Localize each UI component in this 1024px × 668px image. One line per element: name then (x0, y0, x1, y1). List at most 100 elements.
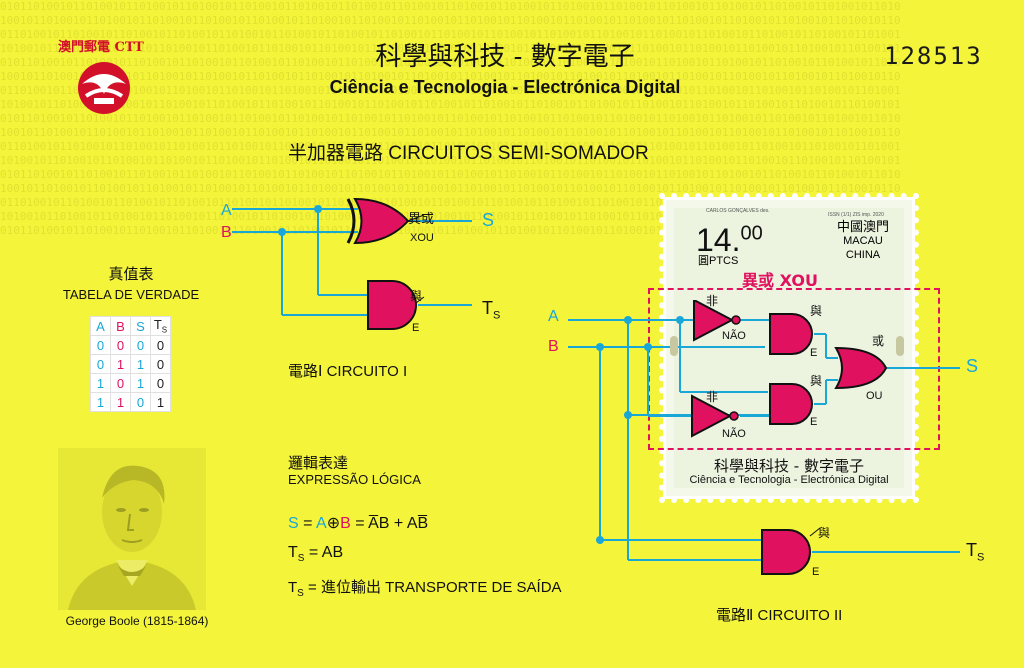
logic-t-sub: S (297, 553, 305, 565)
logic-s-eq: = (298, 515, 317, 532)
circuit-two-diagram (568, 300, 960, 575)
binary-background-pattern: 0101101001011010010110100101101001011010… (0, 0, 901, 237)
circuit-two-output-t: TS (966, 540, 984, 564)
stamp-printer-credit: ISSN (1/1) ZIS imp. 2020 (828, 212, 884, 218)
logic-t-def-lhs: T (288, 579, 298, 596)
stamp-country: 中國澳門 MACAU CHINA (828, 220, 898, 262)
truth-table-title-zh: 真值表 (108, 266, 154, 283)
truth-cell: 0 (90, 354, 111, 374)
truth-cell: 1 (130, 373, 151, 393)
circuit-two-and1-pt: E (810, 347, 818, 359)
truth-table: A B S TS 0 0 0 0 0 1 1 0 1 0 1 0 1 1 0 1 (90, 316, 171, 412)
circuit-two-not1-pt: NÃO (722, 330, 746, 342)
circuit-two-and3-zh: 與 (818, 526, 831, 540)
section-subtitle: 半加器電路 CIRCUITOS SEMI-SOMADOR (288, 143, 649, 164)
truth-header-b: B (110, 316, 131, 336)
stamp-currency: 圓PTCS (698, 255, 739, 267)
logic-t-def-sub: S (297, 588, 304, 599)
circuit-two-output-s: S (966, 356, 979, 376)
truth-cell: 1 (110, 392, 131, 412)
circuit-one-and-zh: 與 (410, 289, 423, 303)
george-boole-portrait (58, 448, 206, 610)
circuit-two-caption: 電路Ⅱ CIRCUITO II (716, 607, 843, 624)
circuit-two-not1-zh: 非 (706, 294, 719, 308)
truth-header-t-main: T (153, 317, 162, 333)
stamp-face-value: 14.00 (696, 222, 763, 259)
sheet-serial-number: 128513 (884, 42, 983, 70)
stamp-title-zh: 科學與科技 - 數字電子 (714, 457, 864, 475)
truth-header-a: A (90, 316, 111, 336)
stamp-country-macau: MACAU (843, 235, 883, 247)
truth-cell: 0 (130, 392, 151, 412)
circuit-two-and3-pt: E (812, 566, 820, 578)
logic-title-pt: EXPRESSÃO LÓGICA (288, 472, 421, 487)
circuit-one-output-t-sub: S (493, 309, 501, 322)
circuit-two-and2-zh: 與 (810, 374, 823, 388)
stamp-title-pt: Ciência e Tecnologia - Electrónica Digit… (689, 474, 889, 486)
circuit-one-xor-zh: 異或 (408, 211, 435, 226)
george-boole-caption: George Boole (1815-1864) (65, 614, 209, 628)
table-row: 1 1 0 1 (90, 392, 171, 412)
logic-t-expression: TS = AB (288, 544, 343, 564)
stamp-value-main: 14. (696, 222, 741, 258)
sheet-title-portuguese: Ciência e Tecnologia - Electrónica Digit… (329, 77, 681, 97)
truth-table-header-row: A B S TS (90, 316, 171, 336)
logic-s-lhs: S (288, 515, 299, 532)
circuit-two-and1-zh: 與 (810, 304, 823, 318)
circuit-two-or-zh: 或 (872, 334, 885, 348)
truth-cell: 1 (90, 373, 111, 393)
stamp-designer-credit: CARLOS GONÇALVES des. (706, 208, 770, 214)
circuit-one-diagram (232, 197, 472, 330)
stamp-value-cents: 00 (740, 222, 763, 245)
truth-cell: 0 (150, 335, 171, 355)
truth-cell: 1 (90, 392, 111, 412)
circuit-one-output-t-main: T (482, 298, 493, 318)
truth-header-s: S (130, 316, 151, 336)
sheet-title-chinese: 科學與科技 - 數字電子 (375, 42, 635, 72)
stamp-country-china: CHINA (845, 249, 881, 261)
logic-t-definition: TS = 進位輸出 TRANSPORTE DE SAÍDA (288, 576, 562, 599)
logic-s-rest: = A̅B + AB̅ (350, 515, 429, 532)
truth-cell: 1 (110, 354, 131, 374)
circuit-two-input-a: A (548, 308, 559, 325)
truth-table-title-pt: TABELA DE VERDADE (62, 287, 200, 302)
circuit-two-input-b: B (548, 338, 559, 355)
table-row: 0 1 1 0 (90, 354, 171, 374)
circuit-one-output-s: S (482, 210, 495, 230)
truth-cell: 0 (90, 335, 111, 355)
truth-cell: 0 (110, 335, 131, 355)
circuit-one-and-pt: E (412, 322, 420, 334)
circuit-one-xor-pt: XOU (410, 232, 434, 244)
truth-cell: 1 (150, 392, 171, 412)
circuit-two-output-t-sub: S (977, 551, 985, 564)
truth-cell: 0 (110, 373, 131, 393)
circuit-two-and2-pt: E (810, 416, 818, 428)
logic-title-zh: 邏輯表達 (288, 455, 349, 472)
ctt-logo-icon (78, 62, 130, 114)
logic-t-def-rhs: = 進位輸出 TRANSPORTE DE SAÍDA (303, 579, 562, 596)
circuit-one-input-b: B (221, 224, 232, 241)
logic-s-op: ⊕ (326, 515, 341, 532)
table-row: 0 0 0 0 (90, 335, 171, 355)
ctt-brand-text: 澳門郵電 CTT (58, 40, 144, 55)
circuit-one-output-t: TS (482, 298, 500, 322)
logic-s-a: A (316, 515, 327, 532)
circuit-two-not2-zh: 非 (706, 390, 719, 404)
logic-s-expression: S = A⊕B = A̅B + AB̅ (288, 513, 428, 533)
logic-t-rhs: = AB (304, 544, 344, 561)
stamp-xou-label: 異或 XOU (742, 271, 818, 290)
logic-t-lhs: T (288, 544, 298, 561)
circuit-two-not2-pt: NÃO (722, 428, 746, 440)
stamp-country-zh: 中國澳門 (836, 219, 889, 234)
truth-cell: 0 (130, 335, 151, 355)
circuit-one-caption: 電路Ⅰ CIRCUITO I (288, 363, 408, 380)
truth-header-t-sub: S (161, 325, 168, 335)
truth-cell: 0 (150, 373, 171, 393)
truth-cell: 0 (150, 354, 171, 374)
truth-header-t: TS (150, 316, 171, 336)
circuit-two-output-t-main: T (966, 540, 977, 560)
circuit-two-or-pt: OU (866, 390, 883, 402)
circuit-one-input-a: A (221, 202, 232, 219)
table-row: 1 0 1 0 (90, 373, 171, 393)
